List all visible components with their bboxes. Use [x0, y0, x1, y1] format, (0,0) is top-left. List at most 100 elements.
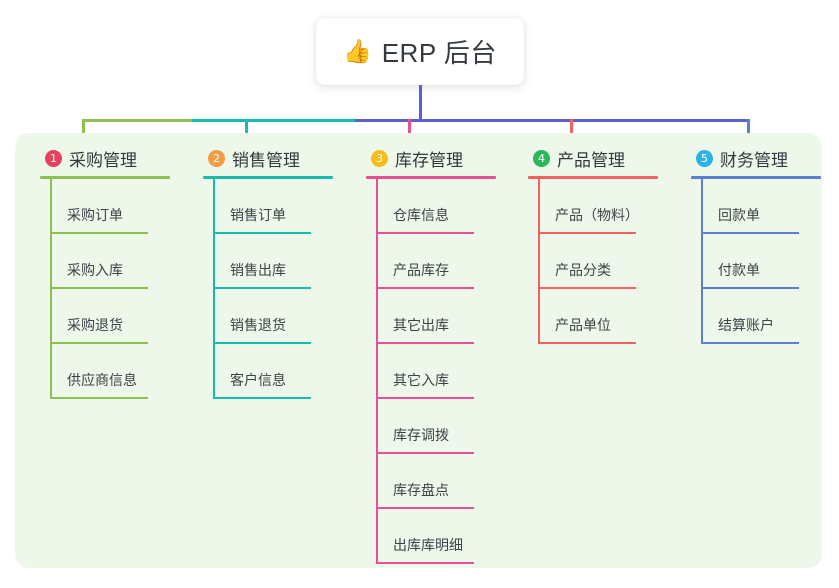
menu-item[interactable]: 出库库明细: [376, 509, 516, 564]
menu-item-underline: [538, 287, 636, 289]
menu-item-label: 回款单: [718, 207, 760, 223]
column-spine: [538, 179, 540, 344]
menu-item-underline: [701, 287, 799, 289]
root-node-card[interactable]: 👍 ERP 后台: [316, 18, 524, 85]
menu-item-label: 仓库信息: [393, 207, 449, 223]
menu-item-underline: [50, 397, 148, 399]
menu-item-label: 其它出库: [393, 317, 449, 333]
column-purchase-management: 1 采购管理采购订单采购入库采购退货供应商信息: [40, 145, 190, 399]
column-underline: [203, 176, 333, 179]
menu-item-underline: [376, 507, 474, 509]
menu-item-label: 采购订单: [67, 207, 123, 223]
column-index-badge: 5: [696, 149, 713, 167]
menu-item[interactable]: 供应商信息: [50, 344, 190, 399]
column-title: 产品管理: [557, 150, 625, 170]
menu-item[interactable]: 销售订单: [213, 179, 353, 234]
menu-item-underline: [213, 287, 311, 289]
bus-segment-teal: [192, 119, 355, 122]
menu-item[interactable]: 仓库信息: [376, 179, 516, 234]
column-items: 仓库信息产品库存其它出库其它入库库存调拨库存盘点出库库明细: [376, 179, 516, 564]
menu-item-label: 产品单位: [555, 317, 611, 333]
column-index-badge: 1: [45, 149, 62, 167]
column-underline: [40, 176, 170, 179]
menu-item[interactable]: 回款单: [701, 179, 839, 234]
column-index-badge: 2: [208, 149, 225, 167]
menu-item[interactable]: 付款单: [701, 234, 839, 289]
menu-item[interactable]: 采购订单: [50, 179, 190, 234]
menu-item-underline: [376, 232, 474, 234]
column-items: 回款单付款单结算账户: [701, 179, 839, 344]
menu-item-label: 其它入库: [393, 372, 449, 388]
menu-item-label: 销售出库: [230, 262, 286, 278]
menu-item-underline: [376, 562, 474, 564]
menu-item-underline: [50, 287, 148, 289]
menu-item-underline: [701, 232, 799, 234]
column-spine: [376, 179, 378, 564]
column-header-purchase-management[interactable]: 1 采购管理: [40, 145, 190, 171]
menu-item-label: 付款单: [718, 262, 760, 278]
menu-item[interactable]: 其它出库: [376, 289, 516, 344]
column-title: 采购管理: [69, 150, 137, 170]
menu-item[interactable]: 销售退货: [213, 289, 353, 344]
column-header-product-management[interactable]: 4 产品管理: [528, 145, 678, 171]
menu-item-underline: [213, 342, 311, 344]
column-header-finance-management[interactable]: 5 财务管理: [691, 145, 839, 171]
menu-item-underline: [50, 342, 148, 344]
column-product-management: 4 产品管理产品（物料） 产品分类产品单位: [528, 145, 678, 344]
menu-item-label: 销售订单: [230, 207, 286, 223]
menu-item[interactable]: 产品单位: [538, 289, 678, 344]
menu-item[interactable]: 产品（物料）: [538, 179, 678, 234]
menu-item-underline: [538, 342, 636, 344]
menu-item-underline: [376, 452, 474, 454]
column-underline: [691, 176, 821, 179]
menu-item-underline: [213, 397, 311, 399]
menu-item-underline: [213, 232, 311, 234]
menu-item-underline: [376, 287, 474, 289]
column-header-sales-management[interactable]: 2 销售管理: [203, 145, 353, 171]
menu-item-underline: [50, 232, 148, 234]
column-items: 销售订单销售出库销售退货客户信息: [213, 179, 353, 399]
menu-item[interactable]: 库存盘点: [376, 454, 516, 509]
menu-item-label: 销售退货: [230, 317, 286, 333]
menu-item[interactable]: 产品分类: [538, 234, 678, 289]
menu-item-label: 结算账户: [718, 317, 774, 333]
connector-trunk: [419, 85, 422, 121]
menu-item-label: 客户信息: [230, 372, 286, 388]
menu-item[interactable]: 销售出库: [213, 234, 353, 289]
menu-item-underline: [701, 342, 799, 344]
menu-item-label: 库存盘点: [393, 482, 449, 498]
bus-segment-purple: [355, 119, 749, 122]
menu-item-label: 供应商信息: [67, 372, 137, 388]
column-items: 产品（物料） 产品分类产品单位: [538, 179, 678, 344]
column-spine: [50, 179, 52, 399]
menu-item-underline: [538, 232, 636, 234]
column-index-badge: 4: [533, 149, 550, 167]
menu-item[interactable]: 采购退货: [50, 289, 190, 344]
menu-item-label: 产品分类: [555, 262, 611, 278]
menu-item-label: 库存调拨: [393, 427, 449, 443]
menu-item-label: 产品库存: [393, 262, 449, 278]
menu-item[interactable]: 客户信息: [213, 344, 353, 399]
menu-item-label: 采购入库: [67, 262, 123, 278]
menu-item[interactable]: 采购入库: [50, 234, 190, 289]
bus-segment-green: [82, 119, 192, 122]
column-title: 财务管理: [720, 150, 788, 170]
column-spine: [701, 179, 703, 344]
root-node-title: ERP 后台: [381, 38, 497, 68]
column-finance-management: 5 财务管理回款单付款单结算账户: [691, 145, 839, 344]
menu-item[interactable]: 库存调拨: [376, 399, 516, 454]
menu-item-label: 出库库明细: [393, 537, 463, 553]
menu-item-label: 采购退货: [67, 317, 123, 333]
column-spine: [213, 179, 215, 399]
menu-item[interactable]: 其它入库: [376, 344, 516, 399]
menu-item[interactable]: 结算账户: [701, 289, 839, 344]
column-underline: [366, 176, 496, 179]
column-sales-management: 2 销售管理销售订单销售出库销售退货客户信息: [203, 145, 353, 399]
menu-item[interactable]: 产品库存: [376, 234, 516, 289]
column-items: 采购订单采购入库采购退货供应商信息: [50, 179, 190, 399]
column-underline: [528, 176, 658, 179]
thumbs-up-icon: 👍: [343, 38, 372, 64]
menu-item-label: 产品（物料）: [555, 207, 639, 223]
column-title: 销售管理: [232, 150, 300, 170]
